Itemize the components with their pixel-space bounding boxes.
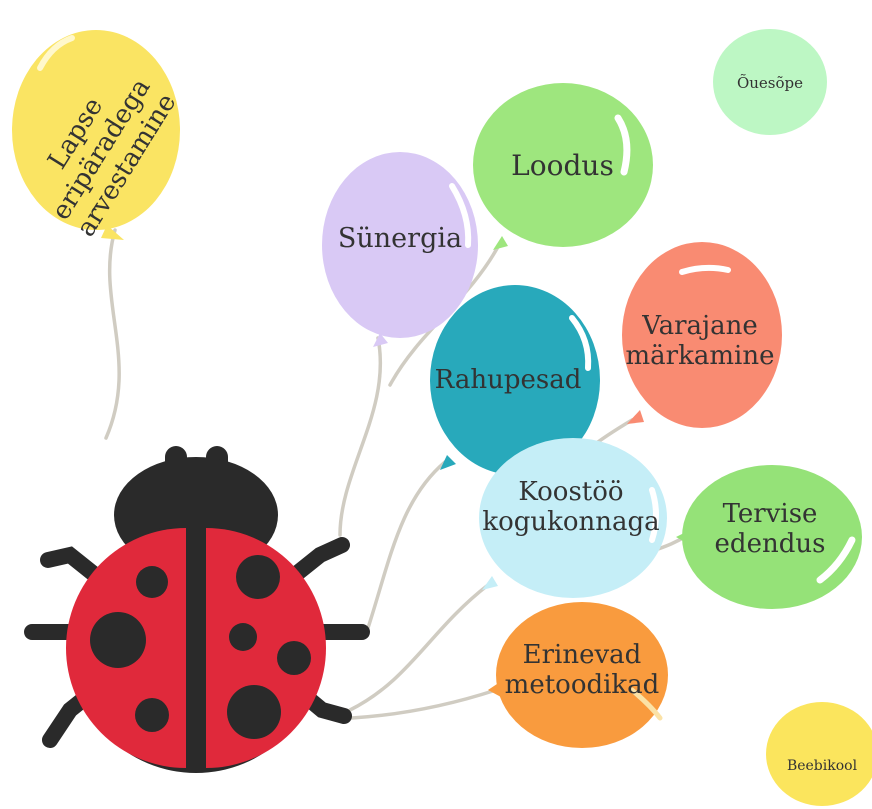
label-erinevad-line2: metoodikad xyxy=(504,669,660,700)
balloon-varajane xyxy=(622,242,782,428)
balloon-knot xyxy=(676,530,690,545)
balloon-koostoo xyxy=(479,438,667,598)
balloon-knot xyxy=(482,576,498,590)
label-tervise-line2: edendus xyxy=(714,528,826,559)
label-koostoo-line1: Koostöö xyxy=(518,477,624,507)
balloon-highlight xyxy=(569,315,592,371)
balloon-body xyxy=(682,465,862,609)
label-oues: Õuesõpe xyxy=(712,74,828,92)
balloon-tervise xyxy=(676,465,862,609)
ladybug xyxy=(24,446,370,773)
balloon-knot xyxy=(493,236,508,250)
balloon-lapse xyxy=(12,30,180,240)
balloon-highlight xyxy=(37,35,75,71)
balloon-knot xyxy=(373,333,388,347)
string-lapse xyxy=(104,228,121,440)
label-synergia-text: Sünergia xyxy=(337,223,463,254)
balloon-knot xyxy=(627,410,644,424)
balloon-body xyxy=(496,602,668,748)
label-oues-text: Õuesõpe xyxy=(736,74,804,92)
balloon-rahu xyxy=(430,285,600,475)
label-beebi-text: Beebikool xyxy=(786,758,858,774)
balloon-body xyxy=(622,242,782,428)
balloon-beebi xyxy=(766,702,872,806)
label-erinevad: Erinevad metoodikad xyxy=(492,640,672,701)
label-erinevad-line1: Erinevad xyxy=(522,640,642,670)
label-rahu: Rahupesad xyxy=(428,365,588,396)
balloon-highlight xyxy=(629,687,663,721)
label-koostoo: Koostöö kogukonnaga xyxy=(478,477,664,538)
balloon-oues xyxy=(713,29,827,135)
string-rahu xyxy=(366,460,447,630)
label-synergia: Sünergia xyxy=(330,223,470,254)
balloon-highlight xyxy=(679,264,731,275)
balloon-body xyxy=(713,29,827,135)
string-erinevad xyxy=(350,688,498,720)
balloon-body xyxy=(479,438,667,598)
ladybug-spots xyxy=(90,555,311,739)
label-rahu-text: Rahupesad xyxy=(434,365,582,395)
balloon-body xyxy=(12,30,180,230)
label-varajane-line2: märkamine xyxy=(625,340,775,371)
label-loodus-text: Loodus xyxy=(511,149,614,182)
label-loodus: Loodus xyxy=(490,149,635,182)
label-beebi: Beebikool xyxy=(774,758,870,774)
balloon-knot xyxy=(440,455,456,470)
balloon-erinevad xyxy=(488,602,668,748)
balloon-highlight xyxy=(449,183,472,248)
label-koostoo-line2: kogukonnaga xyxy=(482,506,660,537)
balloon-knot xyxy=(101,225,124,240)
balloon-body xyxy=(430,285,600,475)
balloon-body xyxy=(473,83,653,247)
label-tervise: Tervise edendus xyxy=(695,499,845,560)
balloon-highlight xyxy=(649,487,659,543)
balloon-body xyxy=(322,152,478,338)
label-varajane: Varajane märkamine xyxy=(612,311,788,372)
balloon-highlight xyxy=(816,536,856,584)
string-koostoo xyxy=(348,583,490,712)
balloon-body xyxy=(766,702,872,806)
label-varajane-line1: Varajane xyxy=(642,311,758,341)
balloon-loodus xyxy=(473,83,653,250)
string-synergia xyxy=(338,336,383,537)
balloon-synergia xyxy=(322,152,478,347)
label-tervise-line1: Tervise xyxy=(722,499,818,529)
balloon-highlight xyxy=(614,114,631,176)
balloon-knot xyxy=(488,682,501,697)
